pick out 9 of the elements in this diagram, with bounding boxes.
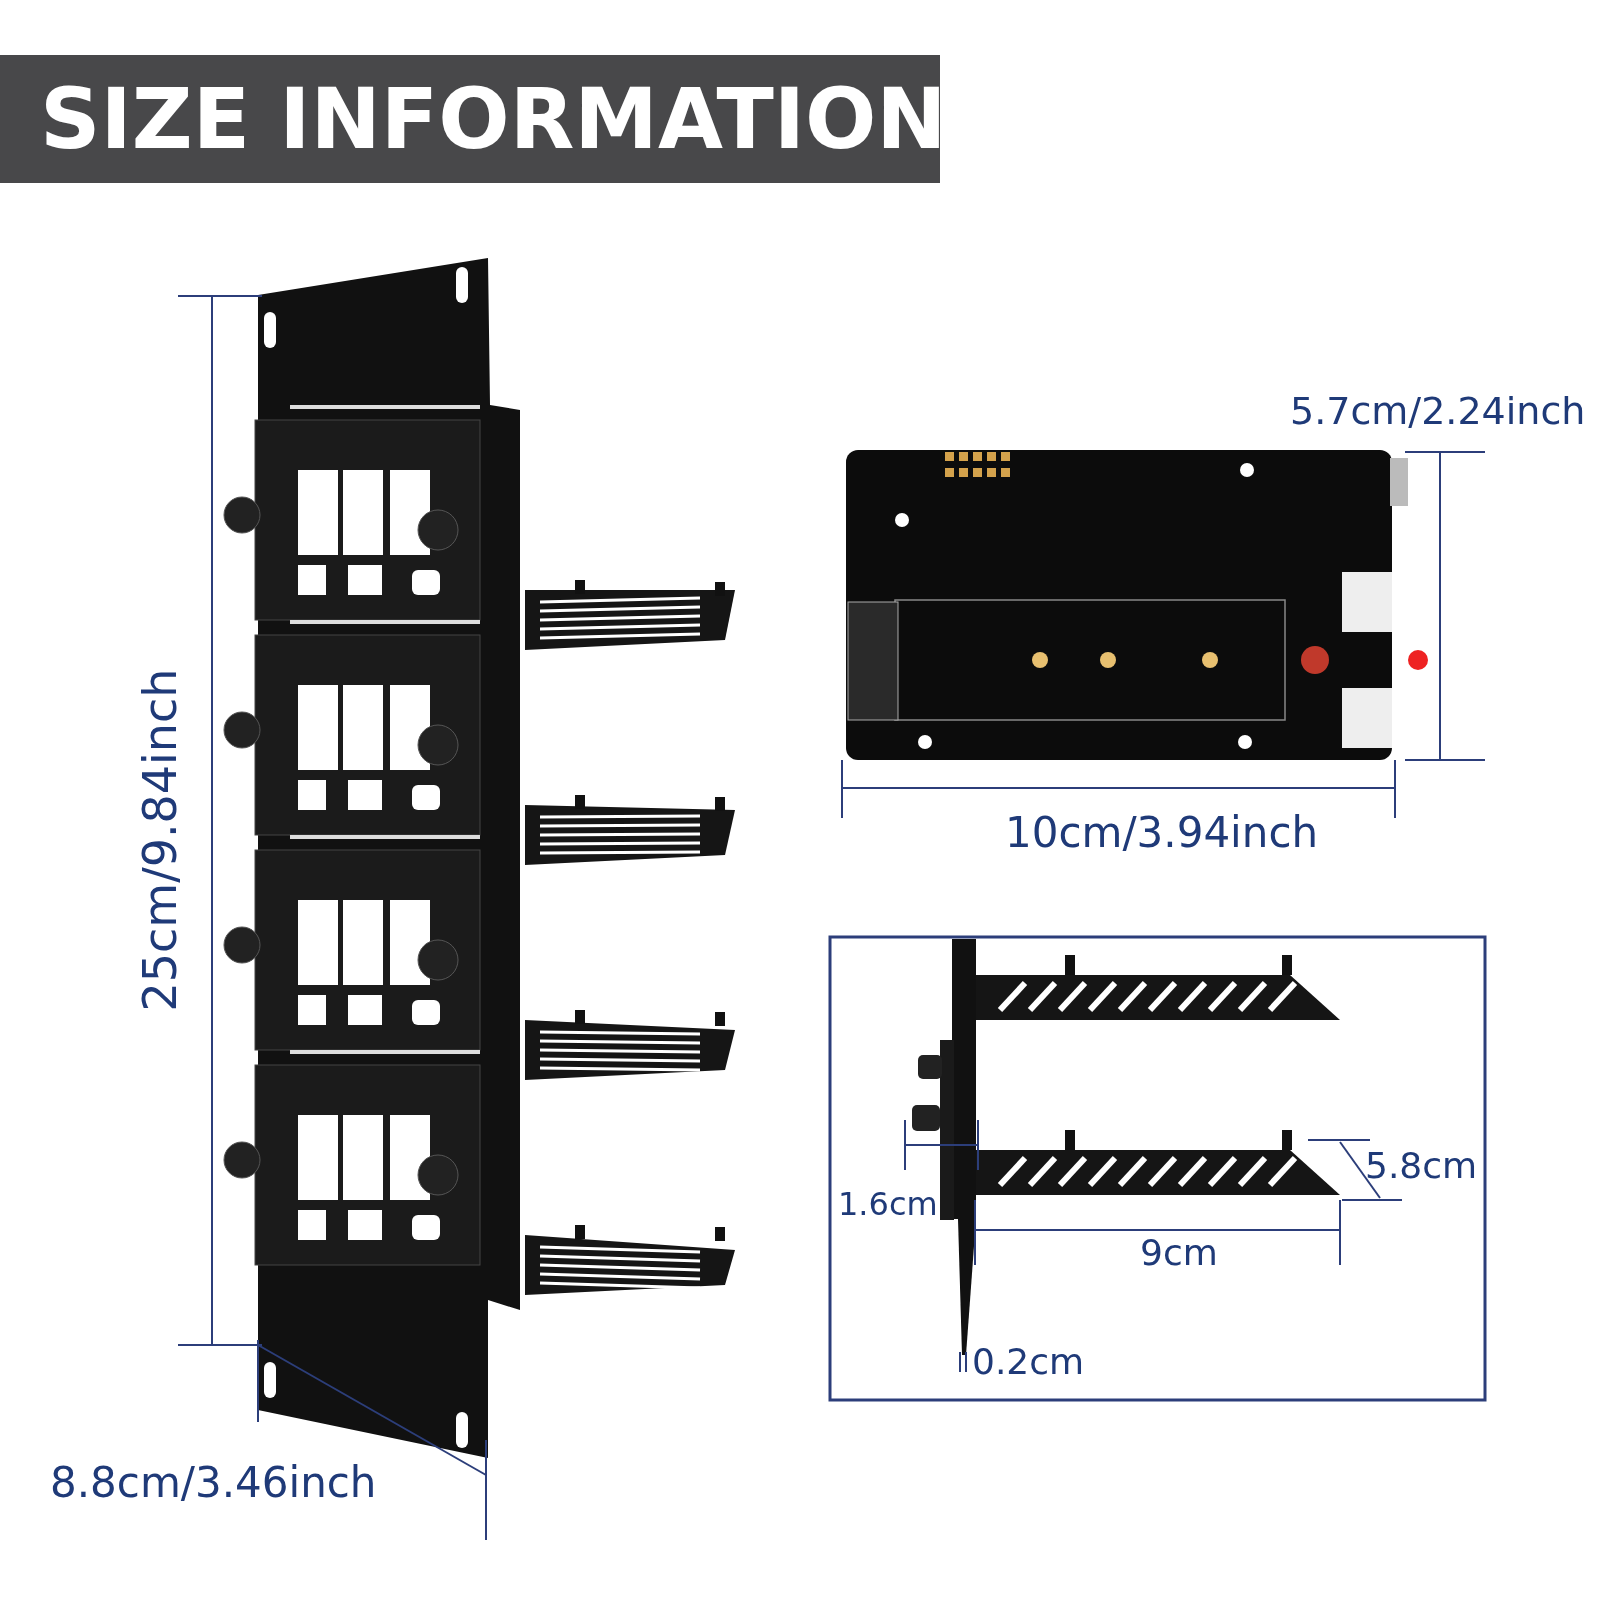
- dimension-label: 0.2cm: [972, 1344, 1085, 1380]
- dimension-label: 5.7cm/2.24inch: [1290, 392, 1586, 430]
- dimension-label: 8.8cm/3.46inch: [50, 1462, 377, 1504]
- page-title: SIZE INFORMATION: [0, 55, 940, 183]
- dimension-label: 10cm/3.94inch: [1005, 812, 1319, 854]
- dimension-label: 25cm/9.84inch: [136, 668, 183, 1012]
- dimension-label: 1.6cm: [838, 1188, 938, 1220]
- dimension-label: 9cm: [1140, 1235, 1218, 1271]
- dimension-label: 5.8cm: [1365, 1148, 1478, 1184]
